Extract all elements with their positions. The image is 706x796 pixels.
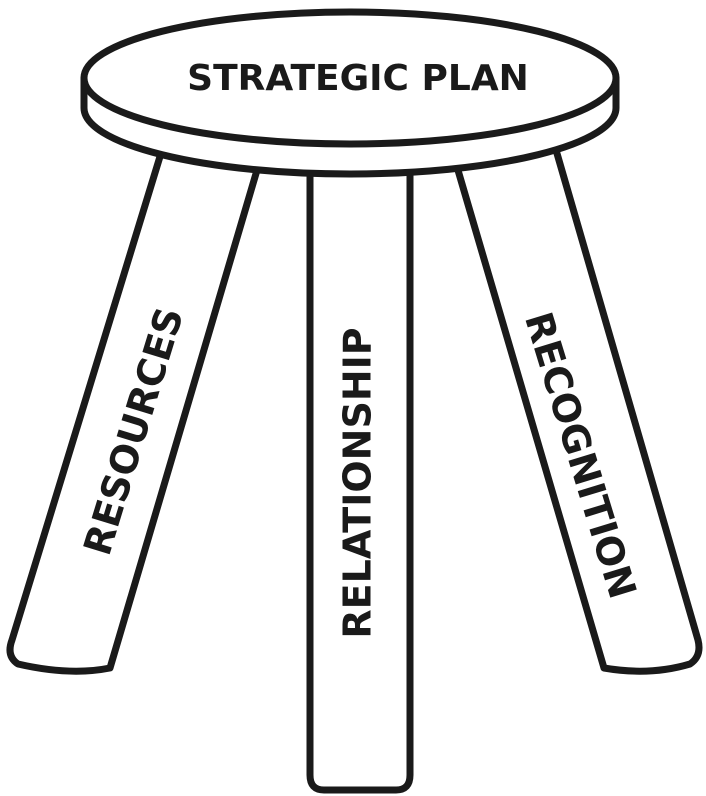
leg-right: RECOGNITION — [451, 146, 703, 675]
leg-left: RESOURCES — [6, 146, 264, 675]
seat: STRATEGIC PLAN — [80, 8, 620, 178]
leg-center-label: RELATIONSHIP — [336, 327, 380, 638]
seat-label: STRATEGIC PLAN — [187, 58, 529, 99]
leg-left-shape — [6, 146, 264, 675]
leg-center-shape — [306, 161, 414, 794]
leg-center: RELATIONSHIP — [306, 161, 414, 794]
seat-top — [80, 8, 620, 148]
leg-right-shape — [451, 146, 703, 675]
